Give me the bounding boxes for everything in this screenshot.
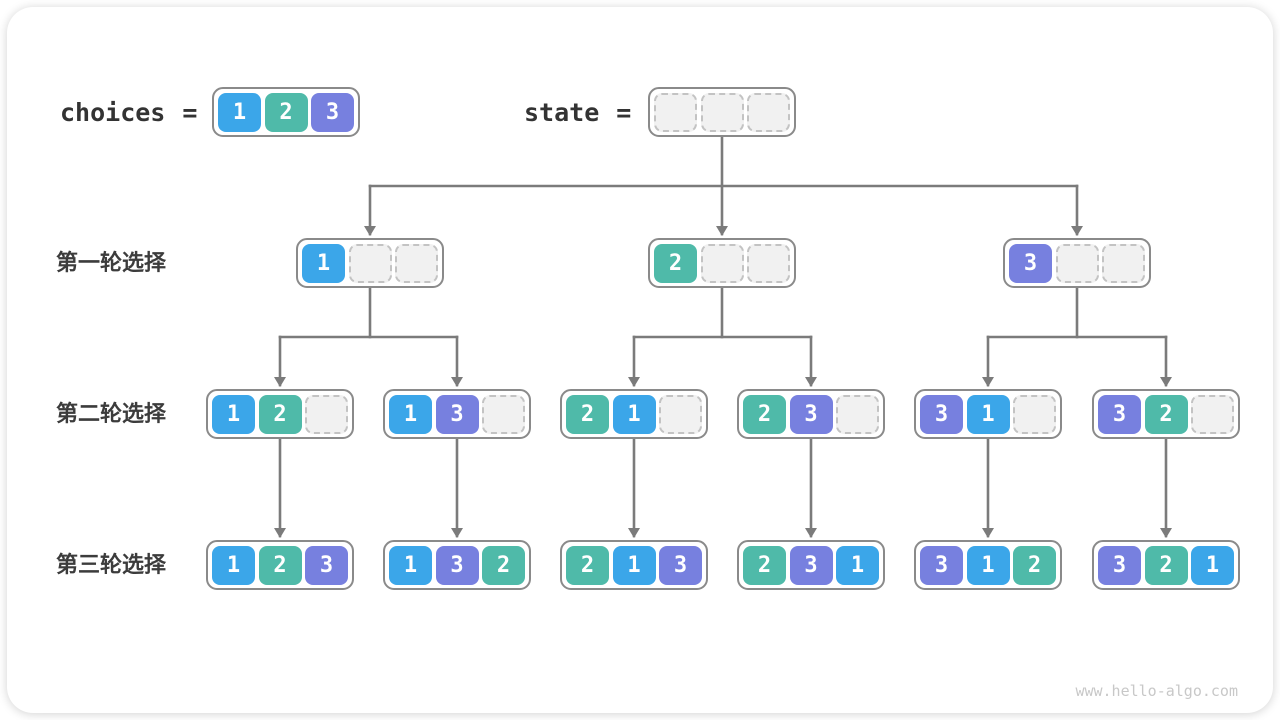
- array-cell: [1191, 394, 1234, 434]
- state-node-r1-3: 3: [1003, 238, 1151, 288]
- array-cell: 3: [1098, 545, 1141, 585]
- array-cell: 2: [264, 92, 308, 132]
- state-node-r3-132: 1 3 2: [383, 540, 531, 590]
- array-cell: 1: [1191, 545, 1234, 585]
- state-node-r3-231: 2 3 1: [737, 540, 885, 590]
- array-cell: 1: [612, 394, 656, 434]
- array-cell: [305, 394, 348, 434]
- array-cell: 2: [566, 545, 609, 585]
- array-cell: 2: [258, 545, 302, 585]
- array-cell: 1: [389, 394, 432, 434]
- state-node-r2-21: 2 1: [560, 389, 708, 439]
- round-1-label: 第一轮选择: [56, 250, 167, 275]
- array-cell: 2: [743, 545, 786, 585]
- state-node-r3-321: 3 2 1: [1092, 540, 1240, 590]
- array-cell: 1: [302, 243, 345, 283]
- round-3-label: 第三轮选择: [56, 552, 167, 577]
- array-cell: 3: [1009, 243, 1052, 283]
- array-cell: [1013, 394, 1056, 434]
- array-cell: 1: [612, 545, 656, 585]
- array-cell: 2: [1144, 545, 1188, 585]
- state-node-r2-23: 2 3: [737, 389, 885, 439]
- array-cell: [1055, 243, 1099, 283]
- state-node-r2-13: 1 3: [383, 389, 531, 439]
- state-node-r1-2: 2: [648, 238, 796, 288]
- array-cell: [836, 394, 879, 434]
- choices-label: choices: [60, 97, 166, 127]
- state-node-r3-213: 2 1 3: [560, 540, 708, 590]
- array-cell: 1: [836, 545, 879, 585]
- state-node-r3-312: 3 1 2: [914, 540, 1062, 590]
- array-cell: 1: [966, 545, 1010, 585]
- state-array-root: [648, 87, 796, 137]
- array-cell: [1102, 243, 1145, 283]
- array-cell: 3: [311, 92, 354, 132]
- array-cell: 3: [789, 394, 833, 434]
- state-node-r3-123: 1 2 3: [206, 540, 354, 590]
- state-node-r2-12: 1 2: [206, 389, 354, 439]
- array-cell: 1: [212, 394, 255, 434]
- array-cell: 2: [1144, 394, 1188, 434]
- array-cell: [659, 394, 702, 434]
- array-cell: [654, 92, 697, 132]
- equals-sign: =: [616, 97, 632, 127]
- array-cell: 2: [743, 394, 786, 434]
- array-cell: 3: [435, 545, 479, 585]
- array-cell: 2: [258, 394, 302, 434]
- watermark: www.hello-algo.com: [1075, 682, 1238, 700]
- array-cell: 1: [218, 92, 261, 132]
- array-cell: 3: [1098, 394, 1141, 434]
- array-cell: 3: [920, 545, 963, 585]
- array-cell: 3: [659, 545, 702, 585]
- round-2-label: 第二轮选择: [56, 401, 167, 426]
- array-cell: [395, 243, 438, 283]
- state-expression: state =: [524, 87, 631, 137]
- array-cell: 2: [482, 545, 525, 585]
- array-cell: 1: [966, 394, 1010, 434]
- array-cell: [747, 243, 790, 283]
- array-cell: 3: [789, 545, 833, 585]
- array-cell: 1: [212, 545, 255, 585]
- state-label: state: [524, 97, 600, 127]
- state-node-r2-31: 3 1: [914, 389, 1062, 439]
- state-node-r2-32: 3 2: [1092, 389, 1240, 439]
- array-cell: 1: [389, 545, 432, 585]
- equals-sign: =: [182, 97, 198, 127]
- array-cell: [482, 394, 525, 434]
- array-cell: [700, 92, 744, 132]
- choices-expression: choices =: [60, 87, 197, 137]
- state-node-r1-1: 1: [296, 238, 444, 288]
- array-cell: 3: [435, 394, 479, 434]
- array-cell: 3: [920, 394, 963, 434]
- array-cell: [348, 243, 392, 283]
- array-cell: 2: [1013, 545, 1056, 585]
- array-cell: 2: [566, 394, 609, 434]
- array-cell: 2: [654, 243, 697, 283]
- array-cell: [700, 243, 744, 283]
- array-cell: 3: [305, 545, 348, 585]
- array-cell: [747, 92, 790, 132]
- choices-array: 1 2 3: [212, 87, 360, 137]
